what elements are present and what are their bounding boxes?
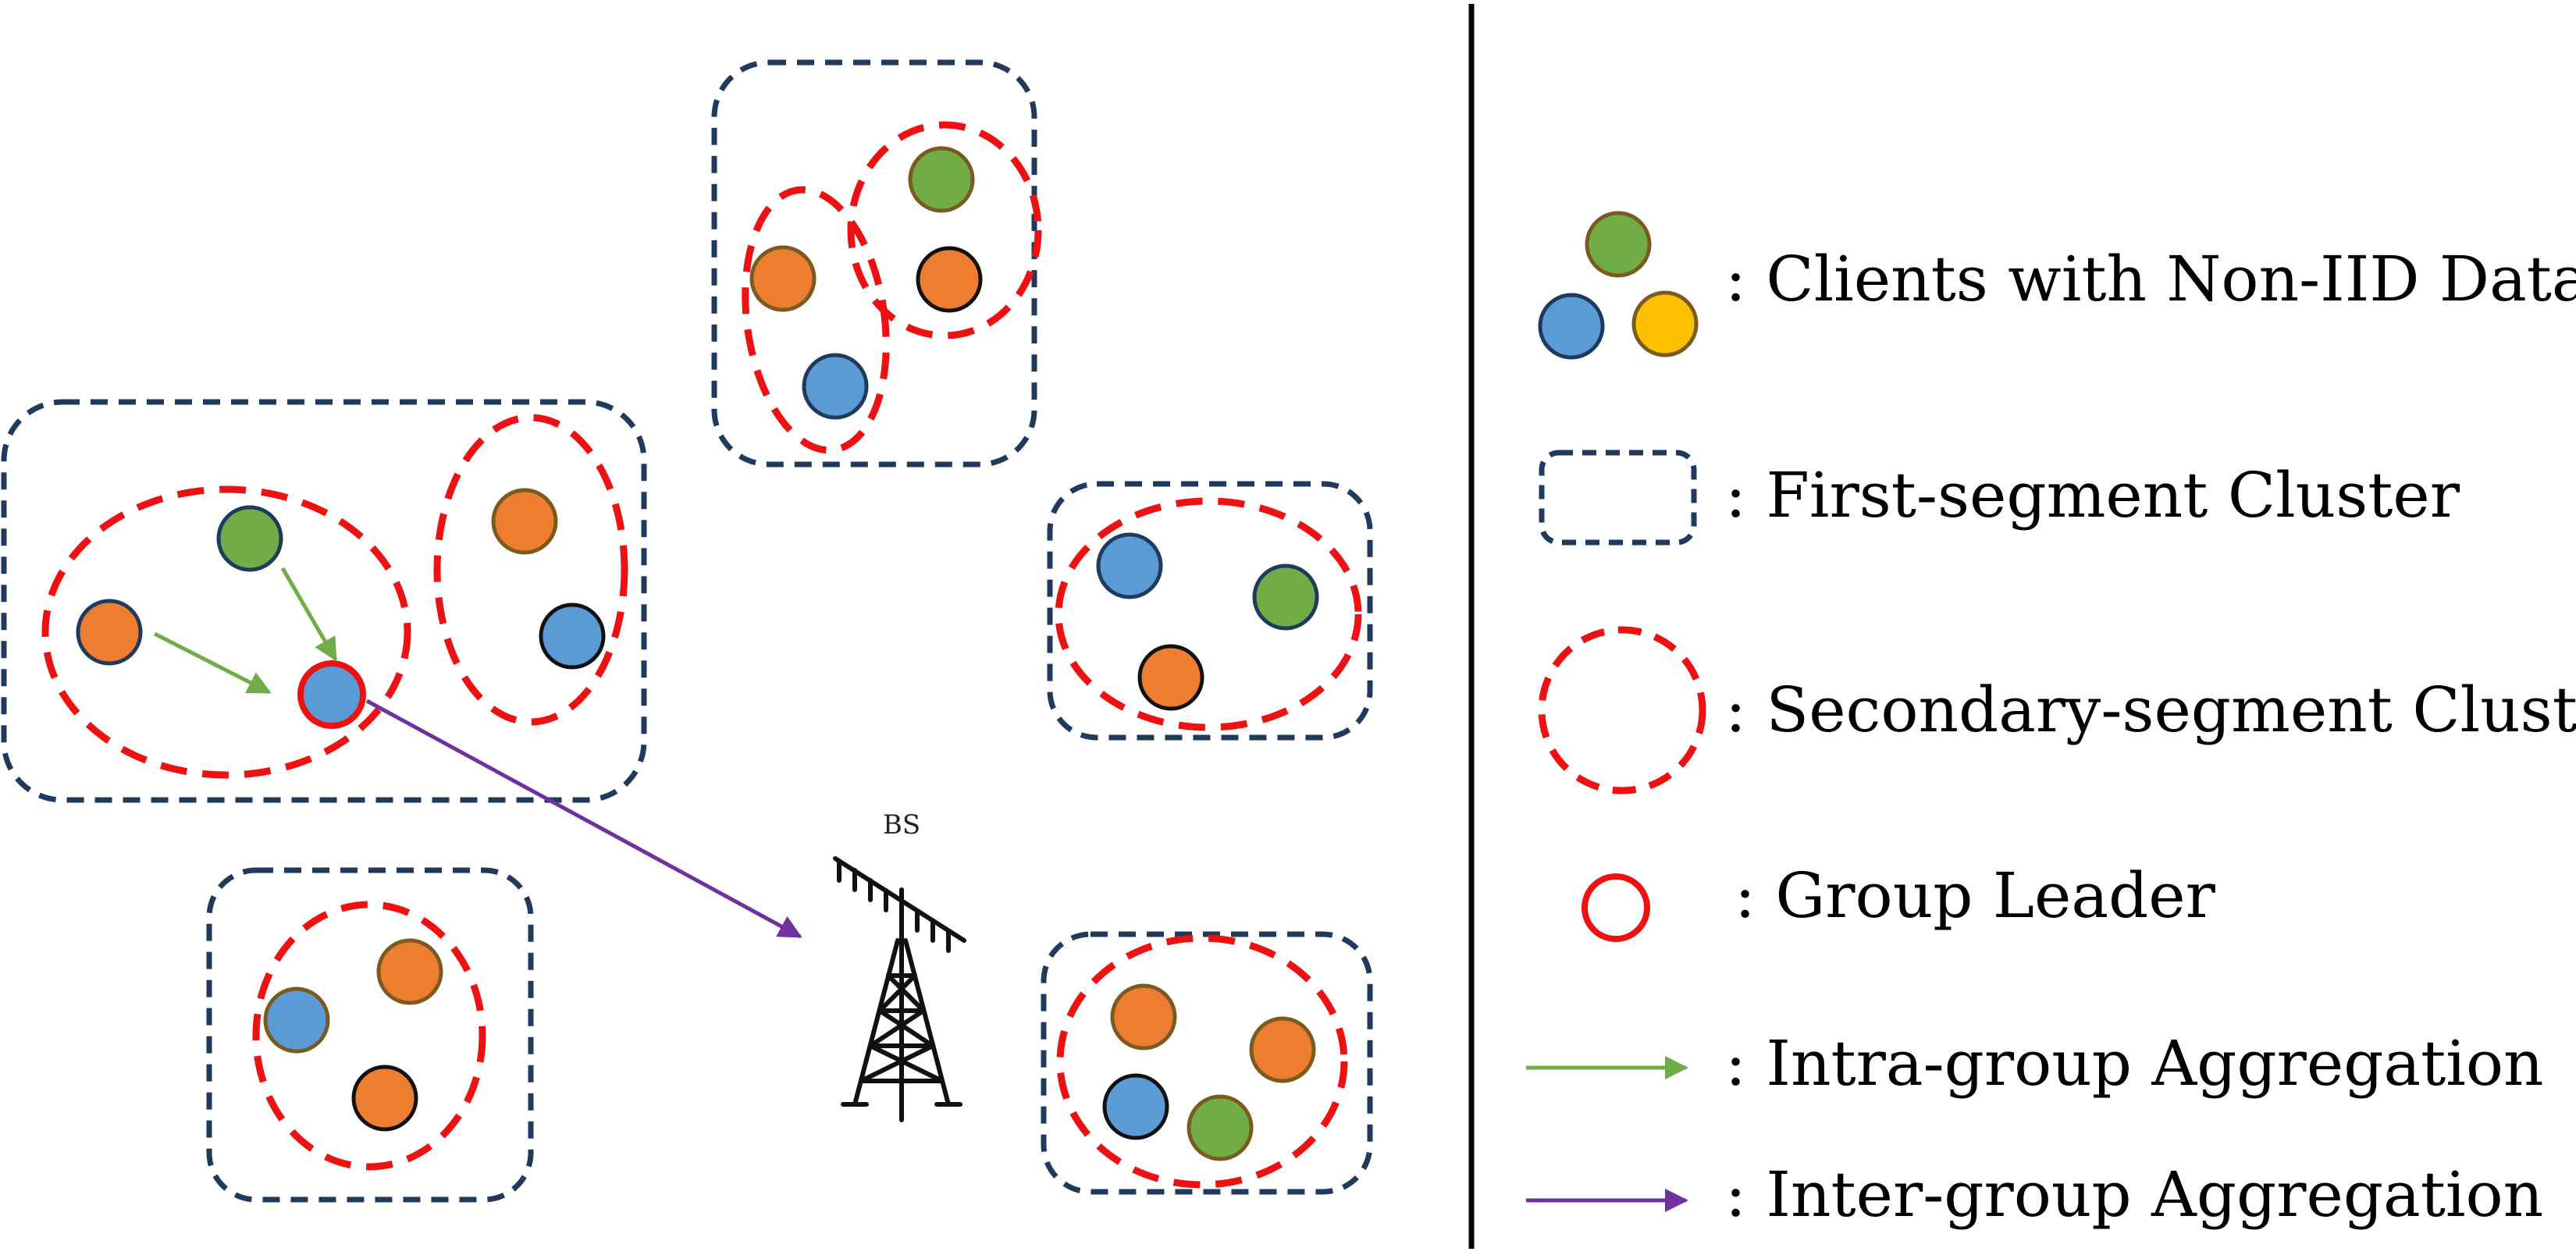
legend: : Clients with Non-IID Data : First-segm…	[1526, 211, 2576, 1231]
client-node-blue	[263, 987, 330, 1054]
client-node-blue	[1096, 532, 1163, 599]
client-node-green	[1252, 564, 1319, 631]
client-node-green	[908, 146, 975, 213]
secondary-segment-cluster	[742, 186, 890, 454]
legend-item-first-segment: : First-segment Cluster	[1539, 450, 2460, 546]
legend-label-first-segment: : First-segment Cluster	[1725, 459, 2460, 532]
client-node-green	[1585, 211, 1652, 278]
group-leader-node	[297, 660, 366, 729]
first-segment-cluster-swatch	[1539, 450, 1697, 546]
base-station: BS	[833, 809, 966, 1122]
secondary-segment-cluster	[252, 901, 486, 1171]
client-node-blue	[1538, 293, 1605, 360]
client-node-green	[1187, 1094, 1254, 1161]
client-node-orange	[76, 599, 143, 666]
first-segment-cluster-right-middle	[1047, 481, 1373, 741]
group-leader-swatch	[1582, 873, 1650, 942]
secondary-segment-cluster-swatch	[1538, 626, 1706, 795]
client-node-orange	[916, 246, 983, 313]
diagram-area: BS	[1, 59, 1373, 1203]
secondary-segment-cluster	[433, 414, 628, 726]
first-segment-cluster-bottom-left	[206, 867, 534, 1203]
legend-label-secondary-segment: : Secondary-segment Cluster	[1725, 674, 2576, 746]
inter-group-arrow	[365, 699, 802, 939]
client-node-blue	[1102, 1073, 1169, 1140]
antenna-tower-icon	[833, 856, 966, 1122]
legend-label-inter-group: : Inter-group Aggregation	[1725, 1158, 2543, 1231]
intra-group-arrow	[153, 631, 272, 695]
client-node-orange	[1137, 644, 1204, 711]
legend-item-intra-group: : Intra-group Aggregation	[1526, 1027, 2544, 1100]
legend-label-clients: : Clients with Non-IID Data	[1725, 243, 2576, 315]
base-station-label: BS	[883, 809, 920, 841]
client-node-orange	[749, 245, 817, 312]
client-node-orange	[1110, 983, 1177, 1051]
first-segment-cluster-bottom-right	[1041, 931, 1373, 1195]
legend-item-clients: : Clients with Non-IID Data	[1538, 211, 2576, 360]
secondary-segment-cluster	[41, 485, 411, 779]
first-segment-cluster-left	[1, 399, 802, 939]
legend-item-group-leader: : Group Leader	[1582, 859, 2216, 942]
client-node-orange	[351, 1065, 418, 1132]
client-node-yellow	[1631, 290, 1699, 357]
intra-group-arrow	[280, 567, 338, 662]
client-node-orange	[376, 938, 443, 1005]
legend-label-group-leader: : Group Leader	[1735, 859, 2216, 932]
client-node-orange	[491, 488, 558, 555]
first-segment-cluster-top	[711, 59, 1042, 468]
legend-label-intra-group: : Intra-group Aggregation	[1725, 1027, 2544, 1100]
secondary-segment-cluster	[847, 121, 1042, 340]
legend-item-secondary-segment: : Secondary-segment Cluster	[1538, 626, 2576, 795]
client-node-blue	[539, 603, 606, 670]
secondary-segment-cluster	[1056, 934, 1348, 1189]
legend-item-inter-group: : Inter-group Aggregation	[1526, 1158, 2543, 1231]
secondary-segment-cluster	[1055, 497, 1362, 731]
client-node-green	[216, 505, 283, 572]
client-node-orange	[1249, 1016, 1316, 1083]
client-node-blue	[802, 353, 869, 420]
